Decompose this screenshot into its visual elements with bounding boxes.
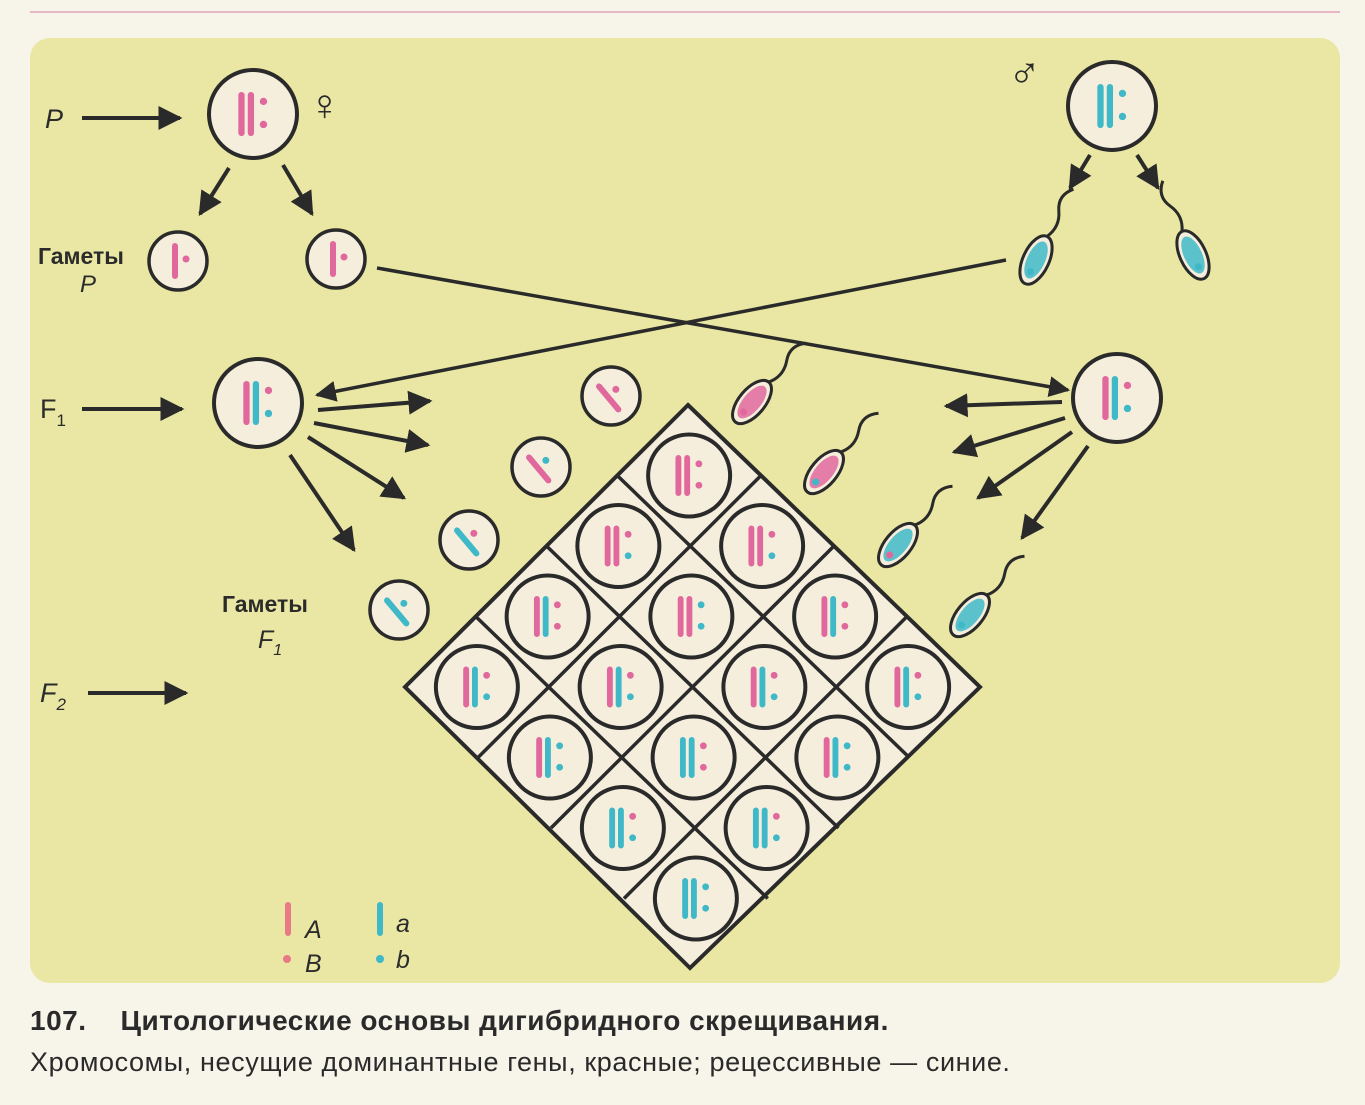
legend-label-a: a: [396, 910, 410, 938]
gamete-f1-female-ab: [368, 579, 430, 641]
figure-caption-subtitle: Хромосомы, несущие доминантные гены, кра…: [30, 1047, 1011, 1077]
arrow-f1-right-1: [943, 393, 1063, 418]
arrow-f1-left-4: [288, 453, 356, 552]
punnett-cell-0-1: [719, 503, 806, 589]
legend: A B a b: [283, 902, 410, 978]
punnett-cell-0-3: [865, 644, 952, 730]
punnett-cell-3-0: [433, 644, 520, 730]
figure-number: 107.: [30, 1005, 87, 1036]
arrow-cross-male-to-f1: [314, 258, 1007, 402]
arrow-female-to-gamete-2: [281, 163, 314, 217]
punnett-cell-2-1: [577, 644, 664, 730]
label-f2: F2: [40, 678, 67, 714]
label-gametes-f1: Гаметы: [222, 591, 308, 617]
punnett-cell-3-1: [506, 714, 593, 801]
arrow-cross-female-to-f1: [376, 266, 1071, 398]
figure-title: Цитологические основы дигибридного скрещ…: [120, 1005, 889, 1036]
figure-caption-title: 107. Цитологические основы дигибридного с…: [30, 1005, 889, 1037]
punnett-cell-0-0: [646, 432, 733, 519]
parent-female-cell: [207, 68, 299, 160]
f1-cell-right: [1071, 352, 1163, 444]
legend-swatch-a-icon: [377, 902, 383, 936]
f1-cell-left: [212, 357, 304, 449]
gamete-f1-male-AB: [731, 341, 807, 426]
gamete-f1-female-aB: [438, 509, 500, 571]
arrow-female-to-gamete-1: [198, 166, 231, 217]
label-f1: F1: [40, 394, 66, 430]
punnett-square: [402, 402, 983, 971]
arrow-f1-left-3: [306, 435, 407, 500]
female-symbol-icon: ♀: [308, 81, 341, 130]
gamete-f1-female-AB: [580, 365, 642, 427]
punnett-cell-1-3: [794, 714, 881, 801]
punnett-cell-1-0: [575, 503, 662, 589]
gamete-f1-male-aB: [877, 484, 953, 569]
arrow-f1-right-4: [1020, 444, 1090, 540]
legend-label-A: A: [303, 916, 322, 944]
label-p: P: [45, 104, 63, 134]
punnett-cell-0-2: [792, 573, 879, 660]
label-gametes-p: Гаметы: [38, 243, 124, 269]
male-symbol-icon: ♂: [1008, 49, 1041, 98]
parent-male-cell: [1066, 60, 1158, 152]
arrow-f1-left-2: [313, 421, 431, 453]
punnett-cell-3-2: [579, 785, 666, 871]
arrow-f1-right-2: [951, 416, 1066, 458]
gamete-p-male-1: [1018, 187, 1075, 286]
arrow-f1-left-1: [317, 390, 433, 415]
gamete-f1-female-Ab: [510, 436, 572, 498]
legend-swatch-B-icon: [283, 955, 291, 963]
gamete-f1-male-Ab: [803, 411, 879, 496]
arrow-male-to-gamete-2: [1135, 153, 1160, 191]
legend-swatch-A-icon: [285, 902, 291, 936]
punnett-cell-1-2: [721, 644, 808, 730]
punnett-cell-1-1: [648, 573, 735, 660]
punnett-cell-2-3: [723, 785, 810, 871]
punnett-cell-2-2: [650, 714, 737, 801]
label-gametes-f1-gen: F1: [258, 626, 282, 659]
gamete-f1-male-ab: [949, 554, 1025, 639]
dihybrid-cross-diagram: P F1 F2 Гаметы P Гаметы F1 ♀ ♂ A B a b: [30, 11, 1340, 983]
gamete-p-female-2: [305, 228, 367, 290]
legend-label-B: B: [305, 950, 322, 978]
gamete-p-female-1: [147, 230, 209, 292]
legend-swatch-b-icon: [376, 955, 384, 963]
arrow-f1-right-3: [976, 430, 1074, 500]
punnett-cell-3-3: [652, 855, 739, 942]
legend-label-b: b: [396, 946, 410, 974]
arrows-layer: [82, 106, 1160, 705]
cells-layer: [147, 60, 1211, 942]
punnett-cell-2-0: [504, 573, 591, 660]
arrow-male-to-gamete-1: [1068, 153, 1092, 191]
label-gametes-p-gen: P: [80, 271, 96, 298]
gamete-p-male-2: [1159, 180, 1211, 281]
